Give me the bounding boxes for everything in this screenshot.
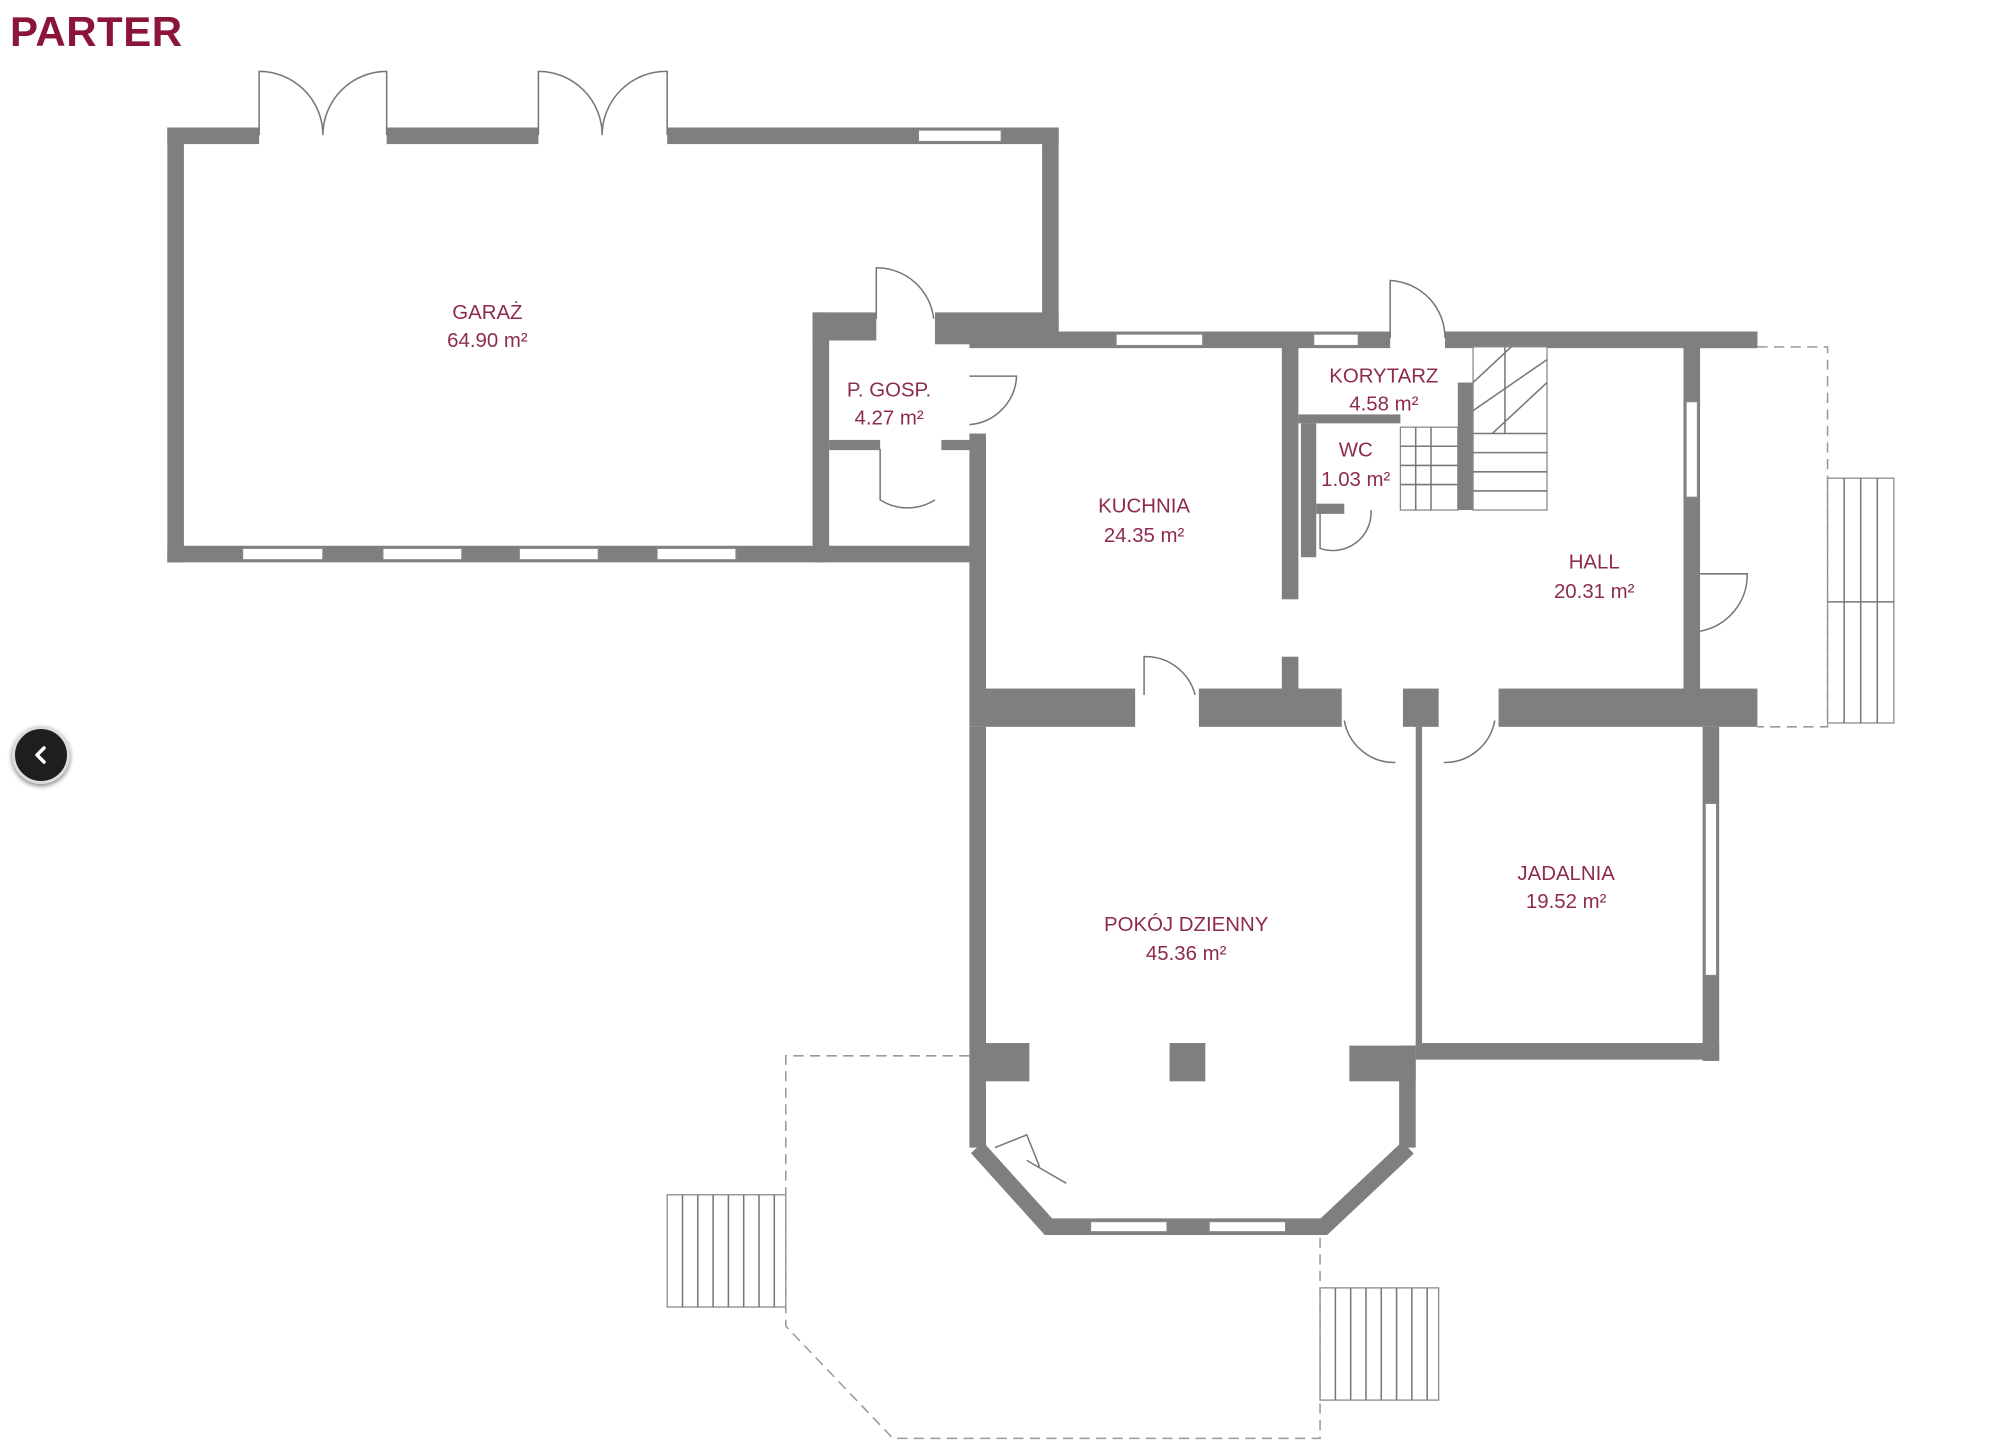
room-name-hall: HALL [1569, 552, 1620, 574]
room-name-wc: WC [1339, 439, 1373, 461]
room-name-pgosp: P. GOSP. [847, 380, 931, 402]
chevron-left-icon [35, 746, 46, 764]
walls [167, 127, 1758, 1235]
room-area-wc: 1.03 m² [1321, 469, 1390, 491]
room-name-pokoj-dzienny: POKÓJ DZIENNY [1104, 913, 1269, 936]
room-labels: GARAŻ 64.90 m² P. GOSP. 4.27 m² KUCHNIA … [447, 301, 1634, 965]
doors [258, 70, 1748, 1184]
room-area-pgosp: 4.27 m² [854, 408, 923, 430]
previous-image-button[interactable] [12, 726, 70, 784]
room-area-kuchnia: 24.35 m² [1104, 525, 1185, 547]
room-name-kuchnia: KUCHNIA [1098, 496, 1190, 518]
room-area-garaz: 64.90 m² [447, 330, 528, 352]
room-name-garaz: GARAŻ [452, 301, 522, 324]
floor-title: PARTER [10, 8, 183, 55]
room-area-hall: 20.31 m² [1554, 581, 1635, 603]
room-area-pokoj-dzienny: 45.36 m² [1146, 943, 1227, 965]
room-area-jadalnia: 19.52 m² [1526, 891, 1607, 913]
terraces [785, 346, 1829, 1440]
stairs [666, 346, 1895, 1401]
windows [241, 129, 1718, 1233]
room-area-korytarz: 4.58 m² [1349, 394, 1418, 416]
room-name-korytarz: KORYTARZ [1329, 366, 1438, 388]
room-name-jadalnia: JADALNIA [1517, 863, 1615, 885]
